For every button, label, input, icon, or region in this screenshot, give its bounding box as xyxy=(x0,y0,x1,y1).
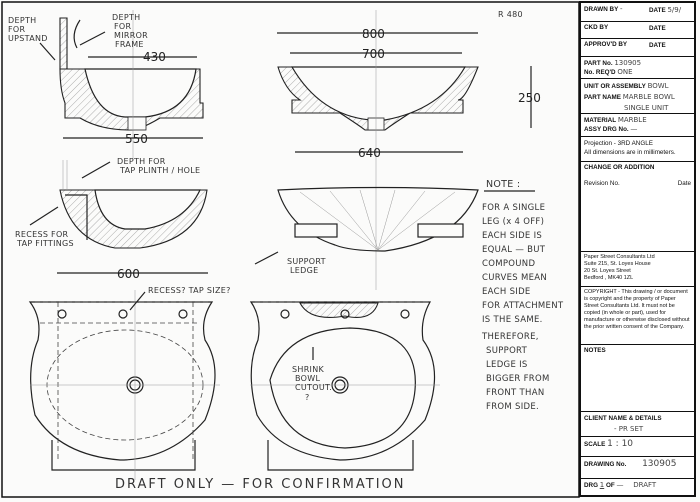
material-value: MARBLE xyxy=(617,116,647,124)
scale-label: SCALE xyxy=(584,441,606,448)
date-label: DATE xyxy=(649,7,666,14)
drawing-no-value: 130905 xyxy=(642,459,677,469)
revision-date-label: Date xyxy=(677,180,691,187)
date-label: DATE xyxy=(649,25,666,32)
section-view-side: 600 xyxy=(29,160,208,281)
radius-note: R 480 xyxy=(498,10,523,19)
section-view-back: 430 550 xyxy=(39,10,204,160)
unit-part-row: UNIT OR ASSEMBLY BOWL PART NAME MARBLE BO… xyxy=(581,79,694,114)
of-value: — xyxy=(616,481,624,489)
unit-value: BOWL xyxy=(647,82,669,90)
address-line-1: Suite 215, St. Loyes House xyxy=(584,261,651,267)
status-value: DRAFT xyxy=(633,481,657,489)
elevation-view-fluted xyxy=(254,186,479,265)
section-view-front: 800 700 250 640 xyxy=(277,10,541,290)
assy-value: — xyxy=(630,125,638,133)
part-name-value-1: MARBLE BOWL xyxy=(622,93,675,101)
drawn-by-label: DRAWN BY xyxy=(584,6,619,13)
material-label: MATERIAL xyxy=(584,117,617,124)
dims-note: All dimensions are in millimeters. xyxy=(584,149,676,156)
unit-label: UNIT OR ASSEMBLY xyxy=(584,83,646,90)
change-label: CHANGE OR ADDITION xyxy=(584,164,655,171)
address-line-3: Bedford , MK40 1ZL xyxy=(584,275,634,281)
drawn-by-row: DRAWN BY - DATE 5/9/ xyxy=(581,3,694,22)
assy-label: ASSY DRG No. xyxy=(584,126,629,133)
no-reqd-value: ONE xyxy=(617,68,633,76)
dimension-550: 550 xyxy=(125,132,148,146)
company-name: Paper Street Consultants Ltd xyxy=(584,254,655,260)
part-name-value-2: SINGLE UNIT xyxy=(624,104,669,112)
notes-label: NOTES xyxy=(584,347,606,354)
no-reqd-label: No. REQ'D xyxy=(584,69,616,76)
change-row: CHANGE OR ADDITION Revision No. Date xyxy=(581,162,694,252)
material-row: MATERIAL MARBLE ASSY DRG No. — xyxy=(581,114,694,137)
ckd-by-label: CKD BY xyxy=(584,24,609,31)
title-block: DRAWN BY - DATE 5/9/ CKD BY DATE APPROV'D … xyxy=(579,1,696,497)
projection-text: Projection - 3RD ANGLE xyxy=(584,140,653,147)
copyright-text: COPYRIGHT - This drawing / or document i… xyxy=(584,289,690,330)
dimension-800: 800 xyxy=(362,27,385,41)
plan-view-right xyxy=(249,301,440,471)
note-title: NOTE : xyxy=(486,179,520,190)
drawn-date: 5/9/ xyxy=(667,6,682,14)
revision-label: Revision No. xyxy=(584,180,620,187)
part-no-value: 130905 xyxy=(614,59,642,67)
part-no-label: PART No. xyxy=(584,60,613,67)
drg-value: 1 xyxy=(599,481,605,489)
scale-row: SCALE 1 : 10 xyxy=(581,437,694,457)
drg-label: DRG xyxy=(584,482,598,489)
approved-by-label: APPROV'D BY xyxy=(584,41,628,48)
label-recess-tap-size: RECESS? TAP SIZE? xyxy=(148,286,231,295)
part-name-label: PART NAME xyxy=(584,94,621,101)
dimension-600: 600 xyxy=(117,267,140,281)
dimension-700: 700 xyxy=(362,47,385,61)
drg-row: DRG 1 OF — DRAFT xyxy=(581,479,694,498)
scale-value: 1 : 10 xyxy=(607,439,634,449)
ckd-by-row: CKD BY DATE xyxy=(581,22,694,39)
client-row: CLIENT NAME & DETAILS - PR SET xyxy=(581,412,694,437)
dimension-250: 250 xyxy=(518,91,541,105)
copyright-row: COPYRIGHT - This drawing / or document i… xyxy=(581,287,694,345)
dimension-430: 430 xyxy=(143,50,166,64)
approved-by-row: APPROV'D BY DATE xyxy=(581,39,694,57)
notes-row: NOTES xyxy=(581,345,694,412)
drawn-by-value: - xyxy=(620,5,623,13)
client-value: - PR SET xyxy=(614,425,644,433)
projection-row: Projection - 3RD ANGLE All dimensions are… xyxy=(581,137,694,162)
dimension-640: 640 xyxy=(358,146,381,160)
address-line-2: 20 St. Loyes Street xyxy=(584,268,631,274)
drawing-no-label: DRAWING No. xyxy=(584,461,627,468)
date-label: DATE xyxy=(649,42,666,49)
drawing-no-row: DRAWING No. 130905 xyxy=(581,457,694,479)
client-label: CLIENT NAME & DETAILS xyxy=(584,415,662,422)
of-label: OF xyxy=(605,482,615,489)
plan-view-left xyxy=(28,290,220,480)
draft-footer: DRAFT ONLY — FOR CONFIRMATION xyxy=(115,477,406,492)
